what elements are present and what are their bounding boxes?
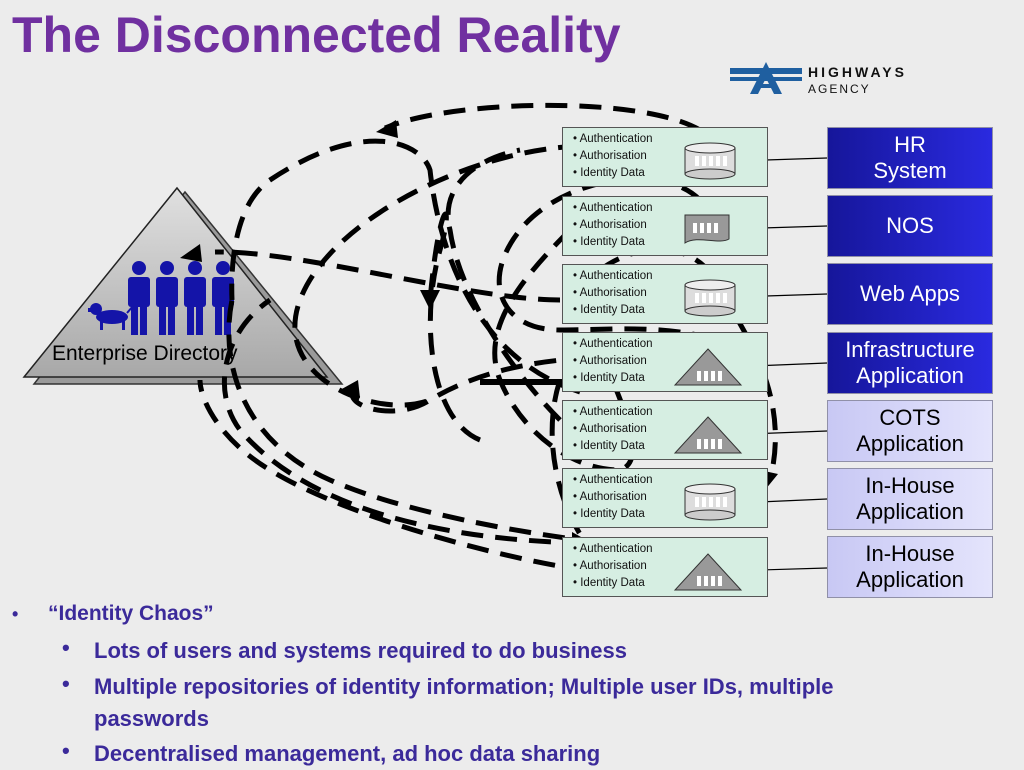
store-item-authentication: Authentication — [573, 268, 653, 285]
system-label-line2: Application — [856, 363, 964, 388]
dog-icon — [88, 303, 134, 330]
store-item-authorisation: Authorisation — [573, 353, 652, 370]
system-label-line1: NOS — [886, 213, 934, 238]
bullet-dot-icon: • — [62, 738, 70, 763]
system-label-line1: In-House — [865, 473, 955, 498]
identity-store-cots: Authentication Authorisation Identity Da… — [562, 400, 768, 460]
store-item-identity-data: Identity Data — [573, 302, 652, 319]
system-label-line1: Infrastructure — [845, 337, 975, 362]
store-item-authorisation: Authorisation — [573, 285, 652, 302]
identity-store-hr: Authentication Authorisation Identity Da… — [562, 127, 768, 187]
store-item-identity-data: Identity Data — [573, 438, 652, 455]
store-item-authentication: Authentication — [573, 131, 653, 148]
system-web-apps: Web Apps — [827, 263, 993, 325]
store-item-identity-data: Identity Data — [573, 234, 652, 251]
identity-store-in-house-1: Authentication Authorisation Identity Da… — [562, 468, 768, 528]
database-icon — [684, 142, 736, 180]
bullet-dot-icon: • — [62, 635, 70, 660]
triangle-icon — [673, 553, 743, 591]
database-icon — [684, 279, 736, 317]
bullet-dot-icon: • — [62, 671, 70, 696]
system-nos: NOS — [827, 195, 993, 257]
system-label-line1: Web Apps — [860, 281, 960, 306]
store-item-identity-data: Identity Data — [573, 370, 652, 387]
bullet-sub-text: Multiple repositories of identity inform… — [94, 674, 834, 731]
store-item-authentication: Authentication — [573, 200, 653, 217]
page-title: The Disconnected Reality — [12, 7, 621, 63]
store-item-authentication: Authentication — [573, 541, 653, 558]
store-item-authorisation: Authorisation — [573, 421, 652, 438]
system-label-line1: In-House — [865, 541, 955, 566]
identity-store-infrastructure: Authentication Authorisation Identity Da… — [562, 332, 768, 392]
triangle-icon — [673, 416, 743, 454]
system-label-line1: COTS — [879, 405, 941, 430]
system-label-line2: Application — [856, 431, 964, 456]
identity-store-in-house-2: Authentication Authorisation Identity Da… — [562, 537, 768, 597]
store-item-authentication: Authentication — [573, 472, 653, 489]
highways-bridge-icon — [730, 62, 802, 94]
store-item-authorisation: Authorisation — [573, 558, 652, 575]
identity-store-nos: Authentication Authorisation Identity Da… — [562, 196, 768, 256]
identity-store-web-apps: Authentication Authorisation Identity Da… — [562, 264, 768, 324]
system-label-line2: Application — [856, 499, 964, 524]
store-item-identity-data: Identity Data — [573, 165, 652, 182]
logo-line2: AGENCY — [808, 82, 871, 96]
bullet-sub-text: Decentralised management, ad hoc data sh… — [94, 741, 601, 766]
document-icon — [684, 214, 730, 244]
users-group-icon — [128, 261, 234, 335]
logo-line1: HIGHWAYS — [808, 64, 907, 80]
bullet-dot-icon: • — [12, 604, 19, 624]
system-label-line2: Application — [856, 567, 964, 592]
store-item-authentication: Authentication — [573, 336, 653, 353]
bullet-main-text: “Identity Chaos” — [48, 602, 214, 625]
system-label-line1: HR — [894, 132, 926, 157]
store-item-authentication: Authentication — [573, 404, 653, 421]
store-item-authorisation: Authorisation — [573, 489, 652, 506]
store-item-identity-data: Identity Data — [573, 575, 652, 592]
store-item-identity-data: Identity Data — [573, 506, 652, 523]
system-label-line2: System — [873, 158, 947, 183]
highways-agency-logo: HIGHWAYS AGENCY — [730, 60, 960, 100]
triangle-icon — [673, 348, 743, 386]
database-icon — [684, 483, 736, 521]
store-item-authorisation: Authorisation — [573, 148, 652, 165]
enterprise-directory-label: Enterprise Directory — [52, 342, 238, 365]
bullet-sub-text: Lots of users and systems required to do… — [94, 638, 628, 663]
store-item-authorisation: Authorisation — [573, 217, 652, 234]
